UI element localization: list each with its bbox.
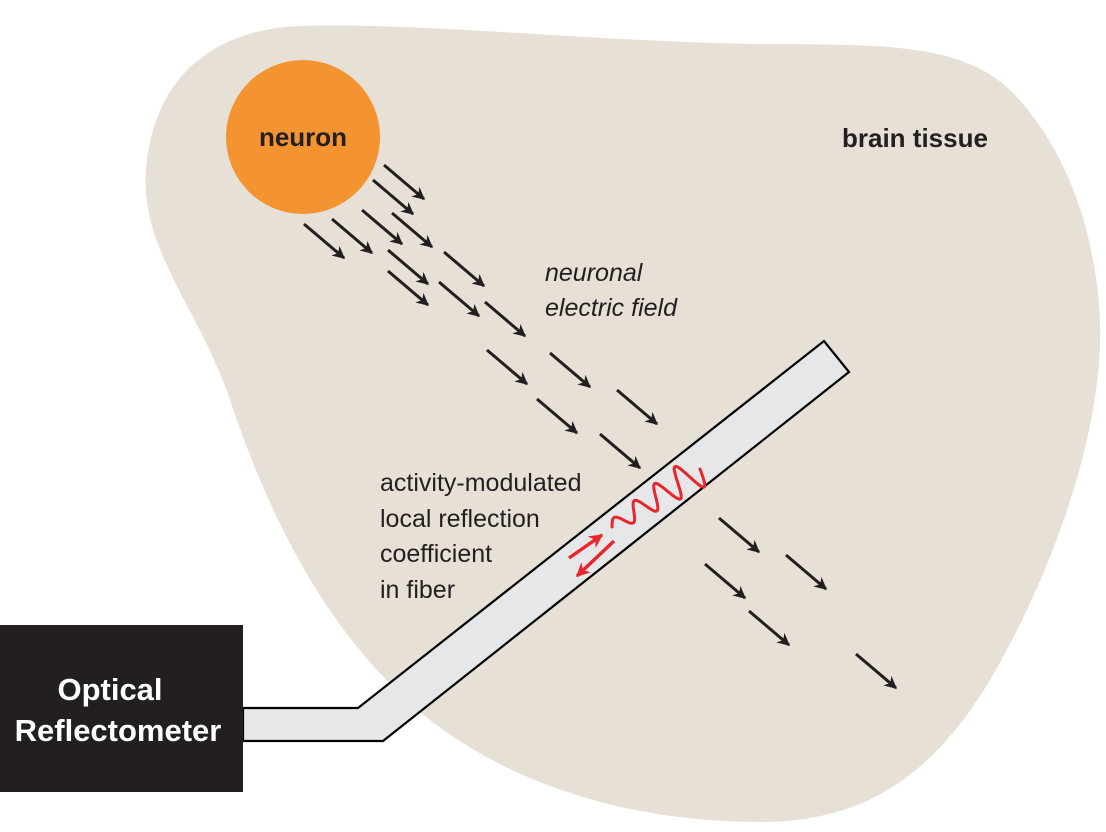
field-arrow (387, 269, 429, 307)
electric-field-arrows (303, 163, 897, 690)
field-arrow (599, 432, 641, 470)
reflection-label-line1: activity-modulated (380, 469, 581, 497)
field-arrow (383, 163, 425, 201)
reflected-light-arrow (575, 539, 616, 578)
electric-field-label-line2: electric field (545, 294, 678, 322)
reflection-signal-wave (610, 465, 707, 529)
reflection-label-line3: coefficient (380, 540, 492, 568)
field-arrow (785, 553, 827, 591)
field-arrow (438, 280, 480, 318)
field-arrow (361, 208, 403, 246)
field-arrow (443, 250, 485, 288)
field-arrow (748, 609, 790, 647)
field-arrow (549, 351, 591, 389)
reflection-label-line2: local reflection (380, 505, 540, 533)
field-arrow (391, 211, 433, 249)
neuron-cell (226, 60, 380, 214)
field-arrow (536, 397, 578, 435)
field-arrow (387, 248, 429, 286)
reflection-coefficient-label: activity-modulated local reflection coef… (380, 469, 581, 604)
optical-reflectometer-box (0, 625, 243, 792)
field-arrow (616, 388, 658, 426)
forward-light-arrow (567, 533, 604, 560)
field-arrow (718, 516, 760, 554)
field-arrow (303, 222, 345, 260)
field-arrow (855, 652, 897, 690)
field-arrow (704, 562, 746, 600)
reflection-label-line4: in fiber (380, 576, 455, 604)
reflectometer-label-line2: Reflectometer (15, 713, 222, 748)
electric-field-label-line1: neuronal (545, 259, 644, 287)
brain-tissue-region (145, 25, 1101, 822)
reflectometer-label-line1: Optical (57, 672, 162, 707)
neuron-label: neuron (259, 122, 347, 152)
field-arrow (486, 348, 528, 386)
field-arrow (331, 217, 373, 255)
field-arrow (372, 178, 414, 216)
field-arrow (484, 300, 526, 338)
brain-tissue-label: brain tissue (842, 123, 988, 153)
